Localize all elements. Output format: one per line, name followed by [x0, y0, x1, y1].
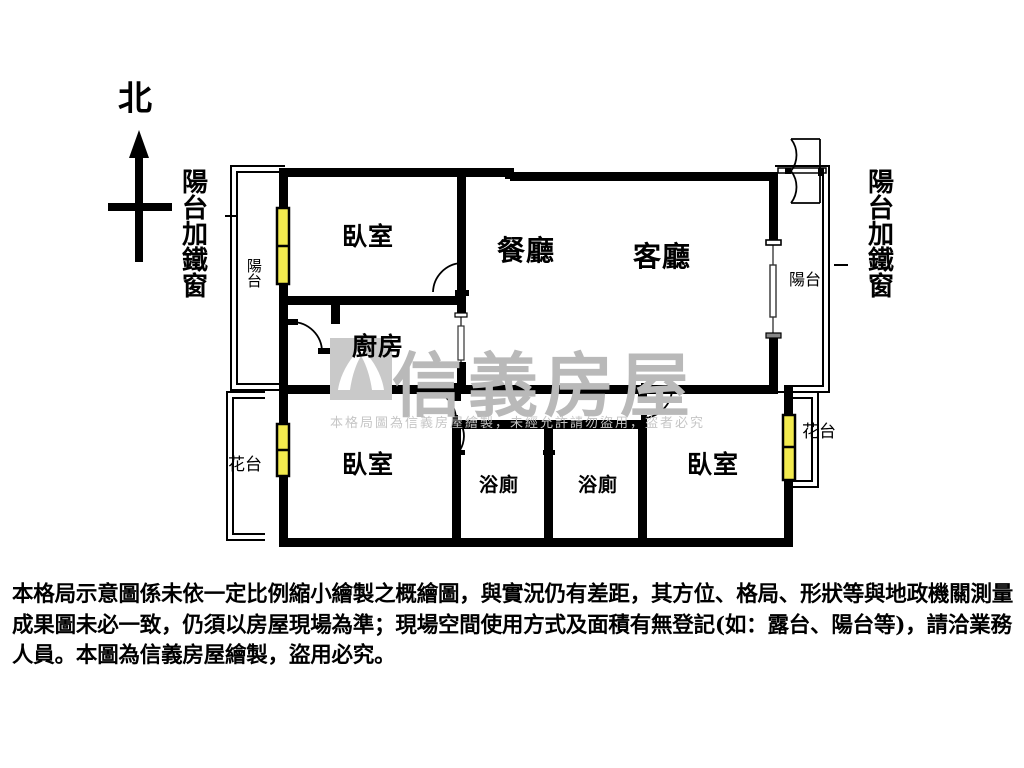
compass-north-label: 北: [118, 79, 152, 119]
left-planter-label: 花台: [228, 455, 262, 475]
left-planter-outline: [226, 391, 265, 541]
room-label-kitchen: 廚房: [352, 332, 405, 361]
windows: [275, 206, 797, 482]
right-planter-outline: [790, 391, 819, 488]
compass-north-arrow: [108, 130, 172, 262]
watermark-brand: 信義房屋: [392, 345, 696, 427]
room-label-bathroom-right: 浴廁: [578, 474, 619, 496]
room-label-dining-room: 餐廳: [497, 234, 556, 267]
room-label-bedroom-bottom-right: 臥室: [687, 450, 740, 479]
watermark-notice: 本格局圖為信義房屋繪製，未經允許請勿盜用，盜者必究: [330, 416, 706, 431]
left-balcony-iron-window-outline: [225, 165, 285, 391]
bedroom-bottom-right-door: [641, 383, 673, 423]
bathroom-right-door: [543, 422, 558, 455]
living-room-sliding-door: [765, 239, 782, 339]
bathroom-left-door: [453, 422, 467, 455]
room-label-bedroom-top-left: 臥室: [342, 222, 395, 251]
room-label-bedroom-bottom-left: 臥室: [342, 450, 395, 479]
kitchen-door-balcony: [288, 319, 332, 354]
room-label-balcony-left: 陽台: [244, 258, 263, 288]
right-balcony-top-opening: [777, 167, 827, 174]
room-label-living-room: 客廳: [633, 240, 692, 273]
bedroom-bottom-left-door: [427, 383, 459, 423]
bedroom-top-left-door: [432, 262, 469, 296]
left-balcony-iron-window-label: 陽台加鐵窗: [177, 168, 208, 298]
room-label-bathroom-left: 浴廁: [479, 474, 520, 496]
brand-logo-watermark: [330, 338, 392, 400]
right-planter-label: 花台: [802, 422, 836, 442]
room-label-balcony-right: 陽台: [789, 270, 822, 289]
disclaimer-text: 本格局示意圖係未依一定比例縮小繪製之概繪圖，與實況仍有差距，其方位、格局、形狀等…: [12, 582, 1014, 669]
entrance-door: [785, 138, 824, 204]
kitchen-sliding-door: [454, 312, 468, 362]
right-balcony-iron-window-label: 陽台加鐵窗: [863, 168, 894, 298]
